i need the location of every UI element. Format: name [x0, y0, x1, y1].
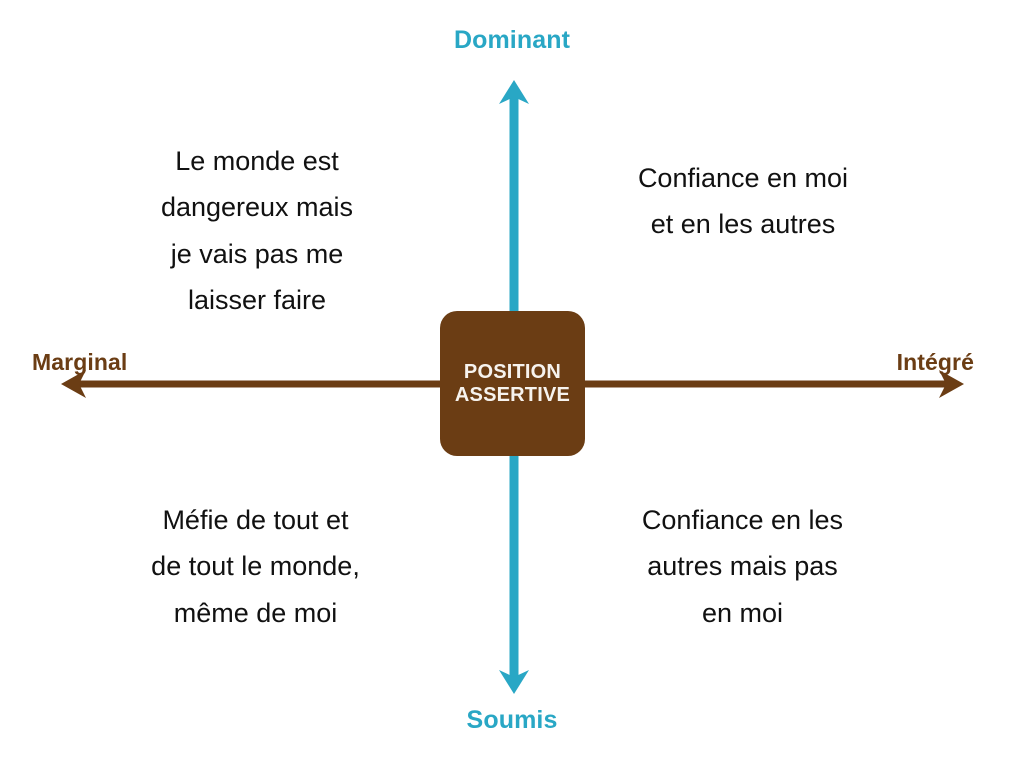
quadrant-text-top-right: Confiance en moi et en les autres — [637, 163, 849, 240]
arrow-down-icon — [499, 670, 529, 694]
arrow-right-icon — [939, 370, 964, 398]
arrow-up-icon — [499, 80, 529, 104]
quadrant-text-bottom-right: Confiance en les autres mais pas en moi — [641, 505, 844, 628]
quadrant-text-bottom-left: Méfie de tout et de tout le monde, même … — [151, 505, 360, 628]
center-position-assertive-box: POSITION ASSERTIVE — [440, 311, 585, 456]
center-box-line-1: POSITION — [463, 361, 562, 384]
arrow-left-icon — [61, 370, 86, 398]
axis-label-integre: Intégré — [896, 349, 974, 375]
axis-label-marginal: Marginal — [32, 349, 128, 375]
axis-label-dominant: Dominant — [453, 26, 571, 54]
quadrant-text-top-left: Le monde est dangereux mais je vais pas … — [160, 146, 354, 316]
axis-label-soumis: Soumis — [466, 706, 558, 734]
center-box-line-2: ASSERTIVE — [454, 383, 571, 406]
